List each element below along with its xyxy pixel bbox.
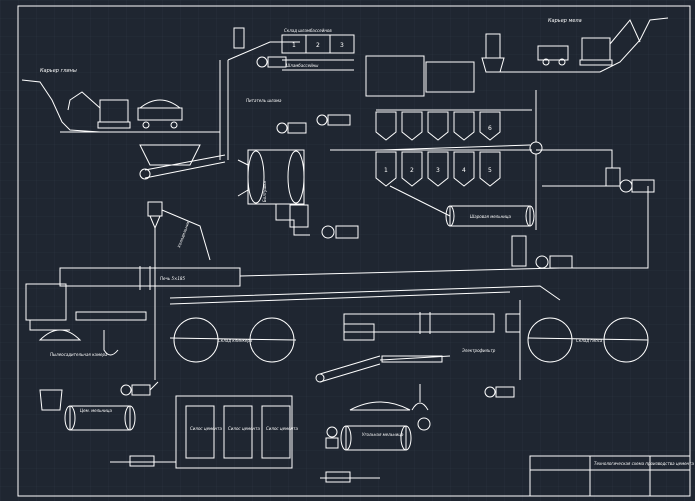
slurry-line-1 [330, 90, 537, 230]
basin-num-6: 6 [488, 125, 492, 132]
mixer-tank [425, 61, 475, 93]
pool-num-2: 2 [316, 42, 320, 49]
rotary-kiln [25, 266, 241, 321]
grate-cooler [75, 311, 147, 321]
pump-4 [316, 114, 351, 126]
coal-mill-label: Угольная мельница [362, 432, 404, 437]
lower-basins [375, 151, 501, 187]
pool-selector [281, 34, 355, 54]
title-block [529, 455, 691, 497]
slurry-vessel [511, 235, 527, 267]
silo-1-label: Силос цемента [190, 426, 222, 431]
pool-num-1: 1 [292, 42, 296, 49]
clay-quarry-label: Карьер глины [40, 68, 77, 74]
drawing-frame [17, 5, 691, 497]
cyclone [147, 201, 163, 380]
clay-conveyor [144, 154, 226, 179]
kiln-feed [239, 267, 561, 277]
chalk-quarry-slope [500, 17, 669, 73]
kiln-label: Печь 5×185 [160, 276, 185, 281]
silo-2-label: Силос цемента [228, 426, 260, 431]
slurry-line-2 [379, 144, 531, 151]
silo-block [175, 395, 293, 469]
klinker-tank-1 [173, 317, 219, 363]
slurry-basins-label: Шламбассейны [286, 63, 318, 68]
gallery-upper [169, 285, 561, 301]
pump-3 [256, 56, 287, 68]
grab-crane [411, 384, 431, 431]
upper-basins [375, 111, 501, 141]
pump-2 [276, 122, 307, 134]
chalk-quarry-label: Карьер мела [548, 18, 582, 24]
cement-mill-label: Цем. мельница [80, 408, 112, 413]
crusher [481, 33, 505, 73]
basin-feed-hopper [365, 55, 425, 97]
basin-num-1: 1 [384, 167, 388, 174]
bucket-elevator [219, 60, 229, 160]
electrofilter-label: Электрофильтр [461, 348, 496, 353]
silo-2 [223, 405, 253, 459]
pool-num-3: 3 [340, 42, 344, 49]
gypsum-pile [349, 401, 411, 411]
pump-1 [321, 225, 359, 239]
excavator-chalk [579, 19, 641, 66]
labels: Карьер глины Карьер мела Склад шламбассе… [40, 18, 694, 466]
silo-1 [185, 405, 215, 459]
silo-3 [261, 405, 291, 459]
rail-wagon [137, 99, 183, 129]
excavator-clay [67, 91, 131, 129]
gallery-lower [169, 291, 511, 305]
klinker-store-label: Склад клинкера [218, 338, 253, 343]
basin-num-4: 4 [462, 167, 466, 174]
drum-washer-label: Болтушка [262, 180, 267, 202]
mill-feed-line [389, 185, 451, 217]
inclined-conveyor [227, 41, 300, 61]
pool-store-label: Склад шламбассейнов [284, 28, 332, 33]
basin-num-5: 5 [488, 167, 492, 174]
coal-mill [340, 425, 412, 451]
clay-quarry-slope [21, 79, 101, 133]
washer-outlet [275, 204, 310, 236]
pump-6 [605, 167, 655, 193]
cement-mill [39, 389, 136, 431]
title-block-label: Технологическая схема производства цемен… [594, 461, 694, 466]
cement-kiln [343, 312, 495, 341]
dust-chamber-label: Пылеосадительная камера [50, 352, 108, 357]
kiln-feeder-label: Питатель шлама [246, 98, 282, 103]
receiving-hopper [139, 144, 201, 166]
silo-3-label: Силос цемента [266, 426, 298, 431]
klinker-spillway [103, 330, 119, 356]
feed-line-right [560, 186, 649, 269]
mid-conveyor [319, 355, 381, 383]
pump-9 [484, 386, 515, 398]
gypsum-store-label: Склад гипса [576, 338, 603, 343]
dump-truck [537, 45, 569, 66]
small-bin [233, 27, 245, 49]
pump-8 [325, 426, 339, 449]
gypsum-tank-1 [527, 317, 573, 363]
conveyor-drum [139, 168, 151, 180]
basin-num-2: 2 [410, 167, 414, 174]
sieve [289, 204, 309, 228]
mill-label: Шаровая мельница [470, 214, 512, 219]
basin-num-3: 3 [436, 167, 440, 174]
